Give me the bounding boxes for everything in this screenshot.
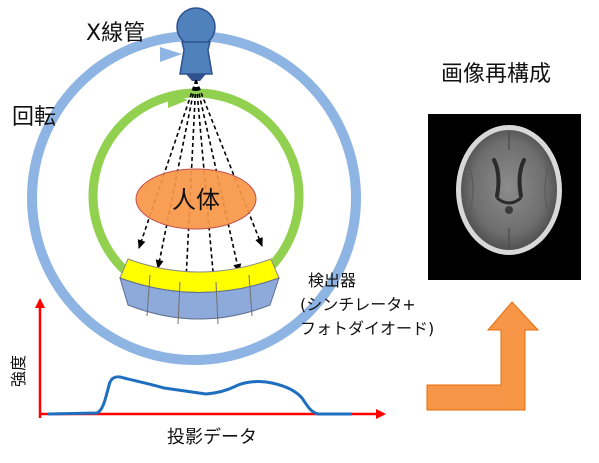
projection-data-label: 投影データ [167, 427, 257, 448]
xray-tube-label: X線管 [86, 21, 145, 46]
projection-profile [47, 375, 352, 416]
rotation-arrow-inner [168, 92, 188, 108]
reconstruction-arrow [426, 301, 540, 411]
xray-tube-icon [176, 7, 216, 81]
rotation-label: 回転 [12, 105, 56, 130]
rotation-arrow-outer [160, 47, 182, 62]
human-body [135, 168, 257, 230]
ct-image [428, 114, 581, 280]
detector-sublabel-2: フォトダイオード) [300, 319, 434, 338]
detector-array [119, 258, 280, 325]
detector-label: 検出器 [308, 271, 356, 290]
reconstruction-label: 画像再構成 [441, 62, 551, 87]
detector-sublabel-1: (シンチレータ+ [300, 295, 416, 314]
intensity-axis-label: 強度 [9, 355, 28, 387]
body-label: 人体 [172, 186, 220, 214]
